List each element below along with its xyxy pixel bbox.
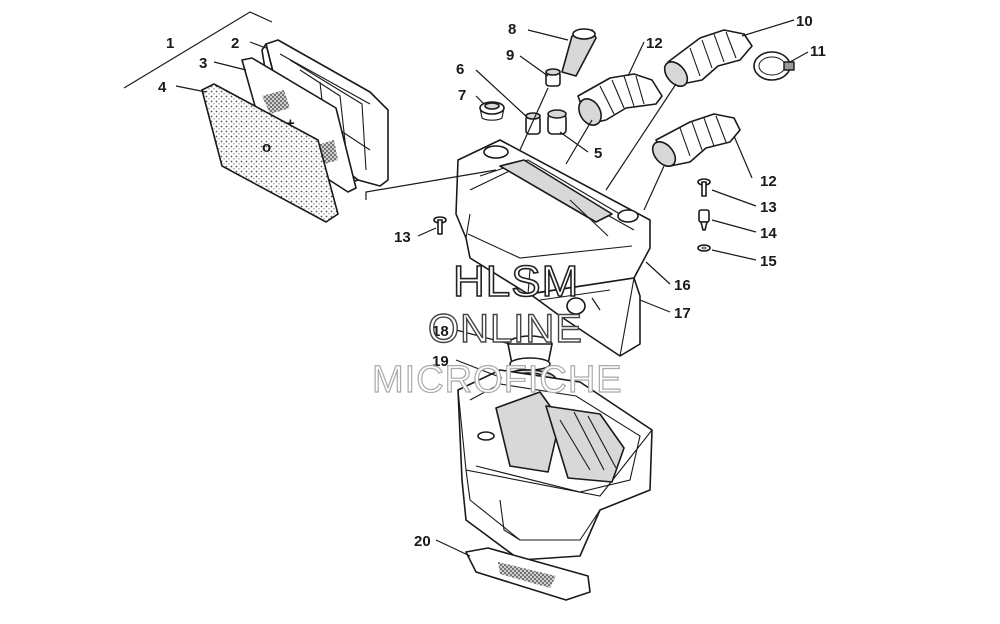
watermark: HLSM ONLINE MICROFICHE: [371, 256, 623, 401]
part-14-clip: [698, 209, 710, 231]
callout-4: 4: [158, 79, 167, 96]
callout-12-lower: 12: [760, 173, 777, 190]
part-11-hose-clamp: [753, 51, 795, 81]
callout-20: 20: [414, 533, 431, 550]
callout-18: 18: [432, 323, 449, 340]
part-8-hose: [561, 28, 597, 77]
foam-mark: o: [262, 139, 271, 156]
callout-9: 9: [506, 47, 514, 64]
callout-3: 3: [199, 55, 207, 72]
part-20-bottom-screen: [465, 547, 591, 601]
callout-19: 19: [432, 353, 449, 370]
callout-17: 17: [674, 305, 691, 322]
callout-1: 1: [166, 35, 174, 52]
callout-2: 2: [231, 35, 239, 52]
part-17-duct: [529, 277, 641, 357]
callout-13-left: 13: [394, 229, 411, 246]
watermark-line-2: ONLINE: [428, 307, 583, 351]
part-9-clamp: [545, 68, 561, 87]
callout-8: 8: [508, 21, 516, 38]
leader-lines: [175, 19, 809, 557]
watermark-line-3: MICROFICHE: [372, 359, 623, 401]
part-15-washer: [697, 244, 711, 252]
part-13-screw-right: [697, 178, 711, 197]
callout-12-upper: 12: [646, 35, 663, 52]
callout-15: 15: [760, 253, 777, 270]
part-12-intake-elbow-upper: [577, 73, 663, 126]
callout-7: 7: [458, 87, 466, 104]
lower-airbox-tray: [457, 369, 653, 561]
part-13-screw-left: [433, 216, 447, 235]
part-10-intake-elbow: [663, 29, 753, 87]
callout-6: 6: [456, 61, 464, 78]
part-4-foam-filter: o: [201, 83, 339, 223]
callout-13-right: 13: [760, 199, 777, 216]
callout-16: 16: [674, 277, 691, 294]
part-7-grommet: [479, 101, 505, 121]
callout-10: 10: [796, 13, 813, 30]
part-16-airbox-lid: [455, 139, 651, 295]
kit-bracket: [123, 11, 273, 89]
callout-11: 11: [810, 43, 826, 60]
watermark-line-1: HLSM: [453, 257, 579, 306]
callout-14: 14: [760, 225, 777, 242]
part-12-intake-elbow-lower: [651, 113, 741, 167]
callout-labels: 1 2 3 4 5 6 7 8 9 10 11 12 12 13 13 14 1…: [158, 13, 826, 550]
part-5-fitting: [547, 109, 567, 135]
screen-mark: +: [286, 115, 295, 132]
callout-5: 5: [594, 145, 602, 162]
